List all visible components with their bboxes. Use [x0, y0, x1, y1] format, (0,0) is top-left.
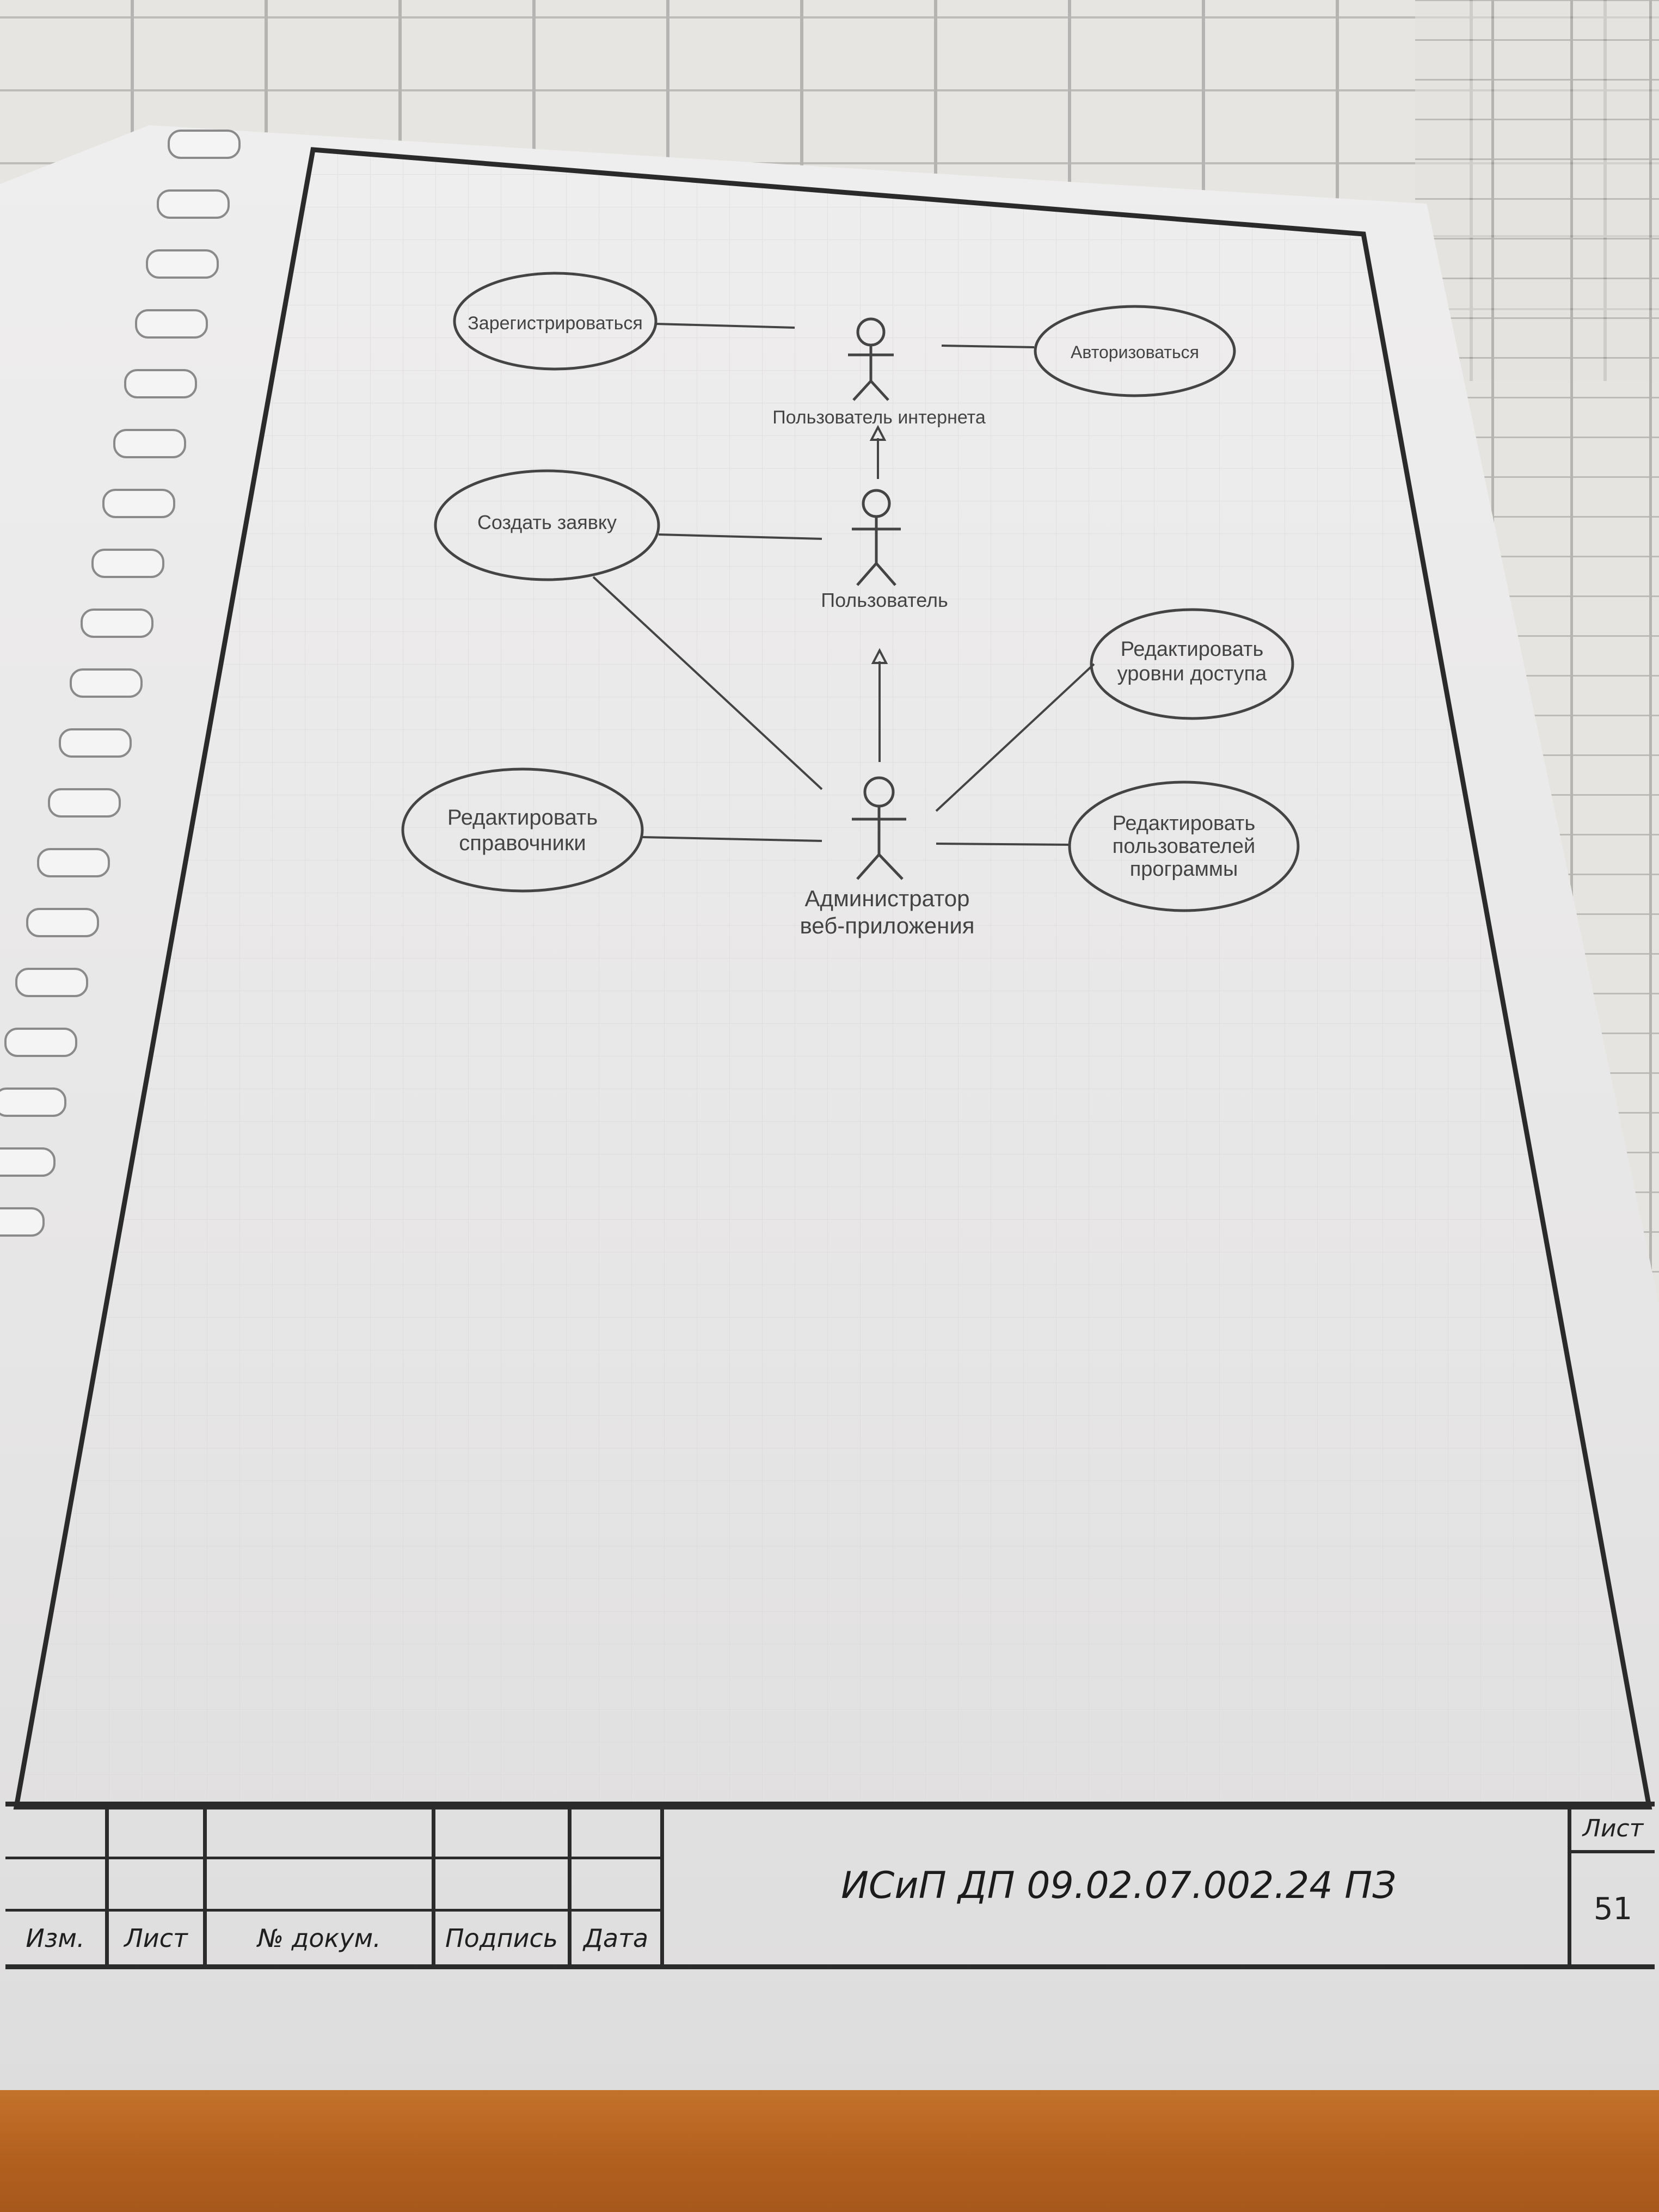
actor-user-figure	[852, 489, 901, 586]
document-code: ИСиП ДП 09.02.07.002.24 ПЗ	[669, 1807, 1571, 1964]
use-case-edit-program-users-line3: программы	[1130, 858, 1238, 881]
title-block: Изм. Лист № докум. Подпись Дата ИСиП ДП …	[5, 1802, 1655, 1969]
use-case-authorize-label: Авторизоваться	[1071, 342, 1199, 362]
use-case-edit-access-levels-line1: Редактировать	[1121, 638, 1264, 661]
use-case-edit-program-users-line1: Редактировать	[1113, 812, 1256, 835]
use-case-create-request-label: Создать заявку	[477, 511, 617, 533]
header-signature: Подпись	[435, 1912, 572, 1964]
use-case-diagram	[401, 272, 1300, 912]
header-date: Дата	[572, 1912, 664, 1964]
use-case-edit-directories	[401, 767, 644, 893]
wooden-desk	[0, 2068, 1659, 2212]
sheet-number: 51	[1593, 1891, 1633, 1927]
revision-cell	[109, 1807, 207, 1859]
header-change: Изм.	[5, 1912, 109, 1964]
spiral-binding	[0, 130, 241, 1237]
use-case-authorize	[1034, 305, 1236, 397]
sheet-box: Лист 51	[1571, 1807, 1655, 1964]
actor-internet-user-figure	[848, 317, 894, 401]
actor-internet-user-label: Пользователь интернета	[772, 407, 986, 428]
header-sheet: Лист	[109, 1912, 207, 1964]
revision-cell	[5, 1859, 109, 1912]
use-case-create-request	[434, 469, 660, 581]
use-case-edit-directories-line1: Редактировать	[447, 806, 598, 830]
use-case-edit-access-levels	[1090, 608, 1294, 720]
use-case-register	[453, 272, 658, 371]
header-document-number: № докум.	[207, 1912, 435, 1964]
use-case-edit-program-users	[1068, 781, 1300, 912]
title-block-revision-table: Изм. Лист № докум. Подпись Дата	[5, 1807, 669, 1964]
drawing-frame: Зарегистрироваться Авторизоваться Пользо…	[13, 147, 1652, 1810]
revision-cell	[572, 1807, 664, 1859]
sheet-label: Лист	[1571, 1807, 1655, 1853]
use-case-edit-access-levels-line2: уровни доступа	[1117, 662, 1268, 685]
revision-cell	[572, 1859, 664, 1912]
use-case-register-label: Зарегистрироваться	[468, 313, 643, 334]
use-case-edit-directories-line2: справочники	[459, 831, 586, 855]
use-case-edit-program-users-line2: пользователей	[1113, 835, 1255, 858]
revision-cell	[435, 1859, 572, 1912]
revision-cell	[5, 1807, 109, 1859]
revision-cell	[109, 1859, 207, 1912]
actor-user-label: Пользователь	[821, 589, 948, 611]
actor-admin-label-line1: Администратор	[804, 886, 969, 911]
actor-admin-label-line2: веб-приложения	[800, 913, 974, 938]
revision-cell	[207, 1807, 435, 1859]
revision-cell	[207, 1859, 435, 1912]
actor-admin-figure	[852, 776, 906, 880]
revision-cell	[435, 1807, 572, 1859]
